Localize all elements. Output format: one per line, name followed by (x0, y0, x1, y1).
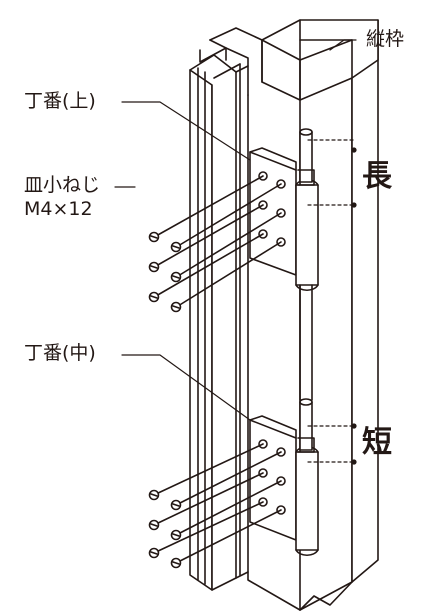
label-hinge-middle: 丁番(中) (24, 342, 96, 364)
leader-hinge-middle (121, 354, 251, 421)
label-long: 長 (362, 159, 392, 194)
middle-hinge-holes (258, 439, 286, 515)
label-screw-size: M4×12 (24, 198, 93, 220)
leader-frame (329, 39, 357, 51)
upper-hinge (249, 128, 319, 401)
middle-screws (148, 443, 282, 569)
upper-screws (148, 175, 282, 313)
screw (148, 233, 264, 303)
middle-hinge (249, 398, 319, 557)
screw (148, 501, 264, 559)
label-short: 短 (362, 425, 392, 460)
screw (170, 183, 282, 253)
screw (170, 509, 282, 569)
label-hinge-upper: 丁番(上) (24, 90, 96, 112)
leader-hinge-upper (121, 101, 251, 161)
screw (170, 241, 282, 313)
screw (148, 443, 264, 501)
screw (148, 472, 264, 531)
screw (170, 451, 282, 511)
label-screw-type: 皿小ねじ (24, 174, 101, 196)
dimension-long (307, 139, 357, 208)
screw (148, 204, 264, 273)
screw (170, 212, 282, 283)
screw (170, 480, 282, 541)
dimension-short (307, 423, 357, 465)
screw (148, 175, 264, 243)
upper-hinge-holes (258, 171, 286, 247)
label-frame: 縦枠 (366, 28, 405, 50)
leader-lines (114, 39, 357, 421)
